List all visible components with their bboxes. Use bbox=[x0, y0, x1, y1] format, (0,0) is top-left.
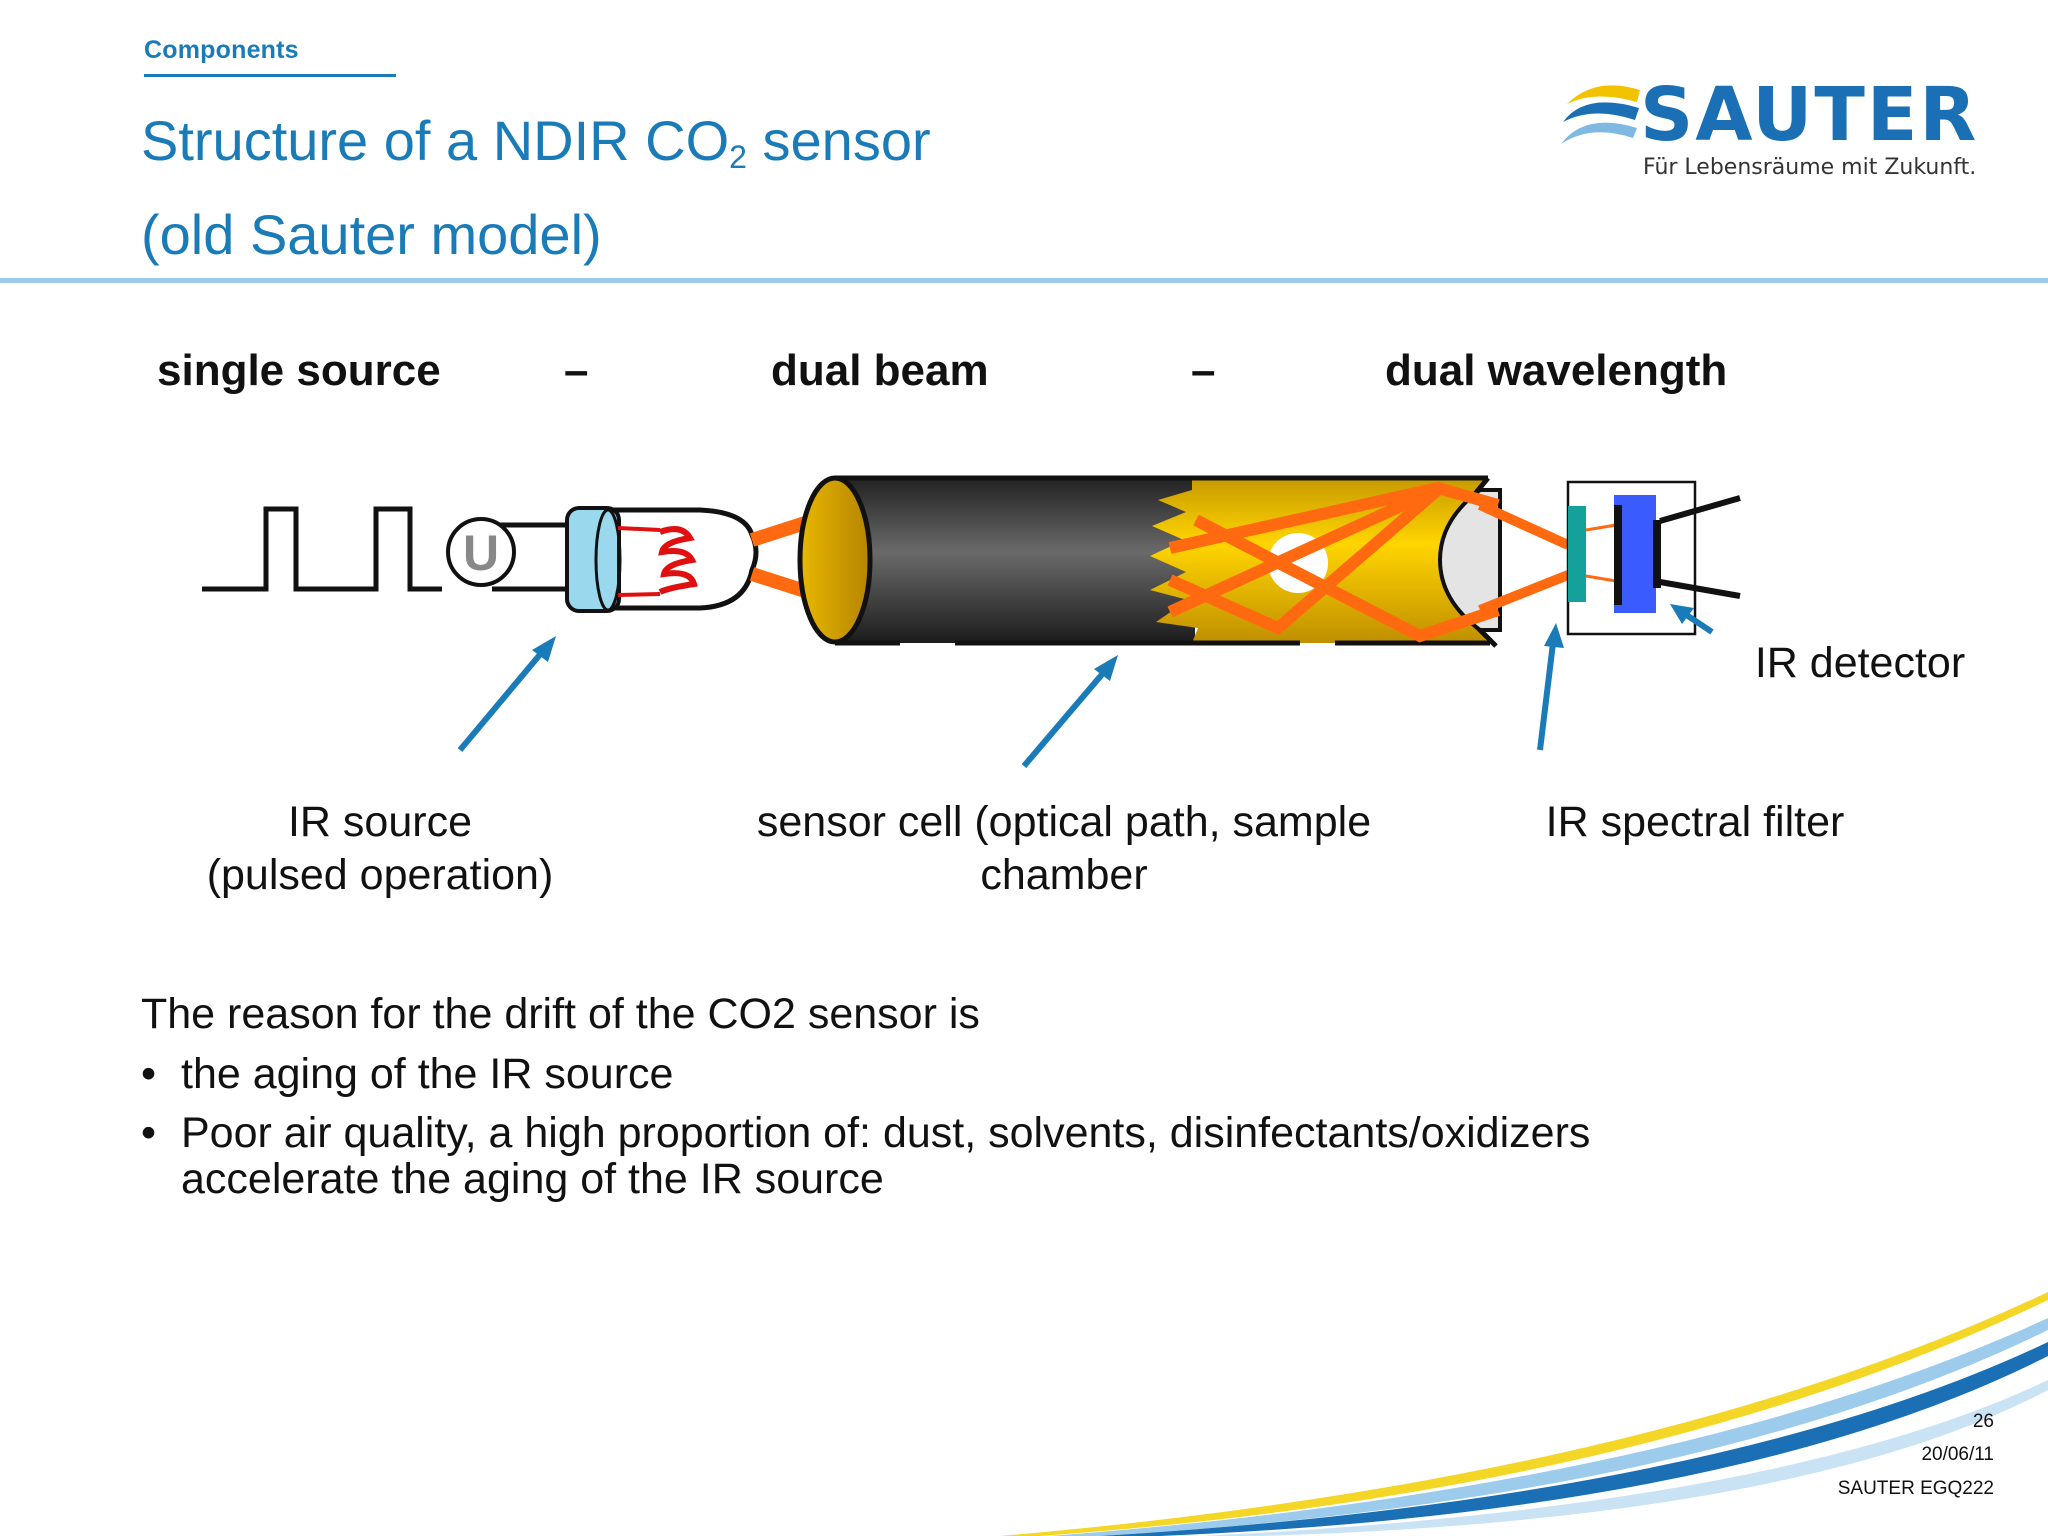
footer-page-number: 26 bbox=[1972, 1411, 1994, 1432]
pulse-waveform bbox=[202, 506, 442, 592]
heading-single-source: single source bbox=[157, 346, 441, 395]
label-sensor-cell-line1: sensor cell (optical path, sample bbox=[756, 798, 1372, 846]
title-line1-pre: Structure of a NDIR CO bbox=[141, 109, 730, 172]
beam-to-filter-lower bbox=[1478, 570, 1570, 615]
title-line1-post: sensor bbox=[746, 109, 931, 172]
title-line2: (old Sauter model) bbox=[141, 203, 602, 266]
section-tag: Components bbox=[144, 36, 299, 64]
voltage-source-icon bbox=[446, 517, 516, 587]
detector-lead-bottom bbox=[1659, 579, 1741, 599]
arrow-ir-filter bbox=[1537, 634, 1557, 751]
heading-dual-wavelength: dual wavelength bbox=[1385, 346, 1728, 395]
beam-to-filter-upper bbox=[1477, 500, 1571, 550]
footer-date: 20/06/11 bbox=[1921, 1444, 1994, 1465]
beam-path-d bbox=[1193, 514, 1500, 643]
bullet-text: the aging of the IR source bbox=[181, 1050, 674, 1098]
body-content: The reason for the drift of the CO2 sens… bbox=[141, 988, 1841, 1202]
label-ir-spectral-filter: IR spectral filter bbox=[1545, 798, 1845, 846]
detector-lead-top bbox=[1659, 495, 1741, 524]
bullet-item: • Poor air quality, a high proportion of… bbox=[141, 1110, 1841, 1156]
bullet-text: accelerate the aging of the IR source bbox=[181, 1155, 884, 1203]
label-sensor-cell-line2: chamber bbox=[980, 851, 1148, 899]
sauter-logo-mark bbox=[1561, 85, 1640, 144]
bullet-item-continuation: accelerate the aging of the IR source bbox=[141, 1156, 1841, 1202]
bullet-marker: • bbox=[141, 1109, 157, 1157]
heading-dash-1: – bbox=[564, 346, 589, 395]
label-ir-source-line1: IR source bbox=[287, 798, 472, 846]
beam-path-c bbox=[1167, 482, 1443, 618]
ir-spectral-filter-icon bbox=[1568, 506, 1586, 602]
ir-lamp-base-rim bbox=[594, 508, 622, 612]
footer-document-id: SAUTER EGQ222 bbox=[1837, 1478, 1994, 1499]
section-underline bbox=[144, 74, 396, 77]
lamp-coil bbox=[658, 526, 698, 595]
heading-dash-2: – bbox=[1191, 346, 1216, 395]
page-title: Structure of a NDIR CO2 sensor (old Saut… bbox=[141, 102, 931, 274]
bullet-marker: • bbox=[141, 1050, 157, 1098]
voltage-symbol: U bbox=[463, 525, 499, 581]
sensor-cell-exit-window bbox=[1437, 488, 1502, 632]
logo-wordmark: SAUTER bbox=[1640, 72, 1979, 158]
sensor-cell-dark-section bbox=[835, 478, 1195, 643]
arrow-ir-source bbox=[457, 643, 551, 752]
label-ir-source: IR source (pulsed operation) bbox=[170, 796, 590, 902]
body-intro: The reason for the drift of the CO2 sens… bbox=[141, 990, 980, 1038]
arrow-sensor-cell bbox=[1021, 663, 1113, 768]
lamp-filament-icon bbox=[617, 526, 661, 597]
sensor-cell-entrance-window bbox=[797, 475, 873, 645]
label-ir-source-line2: (pulsed operation) bbox=[206, 851, 554, 899]
logo-tagline: Für Lebensräume mit Zukunft. bbox=[1643, 155, 1977, 180]
title-subscript: 2 bbox=[729, 139, 747, 175]
label-ir-detector: IR detector bbox=[1754, 639, 1966, 687]
bullet-text: Poor air quality, a high proportion of: … bbox=[181, 1109, 1591, 1157]
label-sensor-cell: sensor cell (optical path, sample chambe… bbox=[700, 796, 1428, 902]
heading-dual-beam: dual beam bbox=[771, 346, 989, 395]
header-divider bbox=[0, 278, 2048, 283]
bullet-item: • the aging of the IR source bbox=[141, 1048, 1841, 1100]
ir-lamp-bulb bbox=[597, 507, 759, 611]
